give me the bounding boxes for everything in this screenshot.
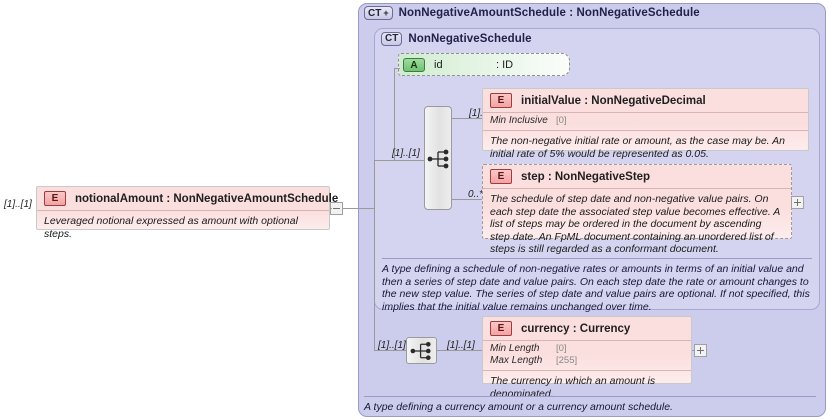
element-header: E initialValue : NonNegativeDecimal [483,89,808,113]
element-currency[interactable]: E currency : Currency Min Length [0] Max… [482,316,692,400]
element-step[interactable]: E step : NonNegativeStep The schedule of… [482,164,792,255]
facet-row: Min Length [0] [490,343,685,355]
facet-value: [0] [556,343,567,354]
connector-line [343,208,374,209]
element-badge-icon: E [490,169,512,184]
root-element-cardinality: [1]..[1] [4,199,32,210]
connector-line [374,160,394,161]
expand-plus-icon-step[interactable] [791,196,804,209]
attribute-id[interactable]: A id : ID [398,53,570,76]
element-initialValue[interactable]: E initialValue : NonNegativeDecimal Min … [482,88,809,160]
facet-row: Max Length [255] [490,355,685,367]
inner-type-header: CT NonNegativeSchedule [381,32,532,46]
facet-label: Max Length [490,355,543,366]
step-cardinality: 0..* [468,189,484,200]
sequence-compositor-inner[interactable] [424,106,452,210]
element-documentation: Leveraged notional expressed as amount w… [44,215,298,240]
element-title: step : NonNegativeStep [521,170,651,183]
connector-line [394,160,424,161]
element-title: initialValue : NonNegativeDecimal [521,94,706,107]
attribute-type: : ID [496,58,514,71]
element-header: E step : NonNegativeStep [483,165,791,189]
facet-label: Min Inclusive [490,115,548,126]
inner-type-title: NonNegativeSchedule [408,33,532,45]
element-badge-icon: E [490,93,512,108]
sequence-compositor-outer[interactable] [406,337,437,364]
connector-line [692,350,695,351]
connector-line [437,350,482,351]
element-documentation: The schedule of step date and non-negati… [490,193,780,255]
outer-type-documentation: A type defining a currency amount or a c… [364,396,816,414]
connector-line [330,208,332,209]
element-facets: Min Length [0] Max Length [255] [483,341,691,371]
facet-row: Min Inclusive [0] [490,115,802,127]
complex-type-plus-icon[interactable]: CT [364,6,393,20]
element-title: notionalAmount : NonNegativeAmountSchedu… [75,192,339,205]
facet-label: Min Length [490,343,540,354]
outer-sequence-cardinality-in: [1]..[1] [378,340,406,351]
element-facets: Min Inclusive [0] [483,113,808,131]
element-badge-icon: E [44,191,66,206]
outer-type-header: CT NonNegativeAmountSchedule : NonNegati… [364,6,700,20]
inner-type-documentation: A type defining a schedule of non-negati… [382,258,812,313]
element-header: E currency : Currency [483,317,691,341]
facet-value: [0] [556,115,567,126]
element-badge-icon: E [490,321,512,336]
sequence-icon [410,341,431,361]
expand-plus-icon-currency[interactable] [694,344,707,357]
connector-line [394,68,395,160]
element-documentation: The non-negative initial rate or amount,… [490,135,785,160]
connector-line [452,118,482,119]
facet-value: [255] [556,355,578,366]
connector-line [378,350,406,351]
element-title: currency : Currency [521,322,631,335]
currency-cardinality: [1]..[1] [447,340,475,351]
connector-line [374,350,378,351]
connector-line [374,160,375,350]
complex-type-icon[interactable]: CT [381,32,403,46]
sequence-icon [427,149,449,169]
element-notionalAmount[interactable]: E notionalAmount : NonNegativeAmountSche… [36,186,338,240]
attribute-badge-icon: A [403,57,425,72]
attribute-name: id [434,58,443,71]
connector-line [394,68,400,69]
element-header: E notionalAmount : NonNegativeAmountSche… [37,187,338,211]
connector-line [452,199,482,200]
inner-sequence-cardinality: [1]..[1] [392,148,420,159]
outer-type-title: NonNegativeAmountSchedule : NonNegativeS… [398,7,700,19]
